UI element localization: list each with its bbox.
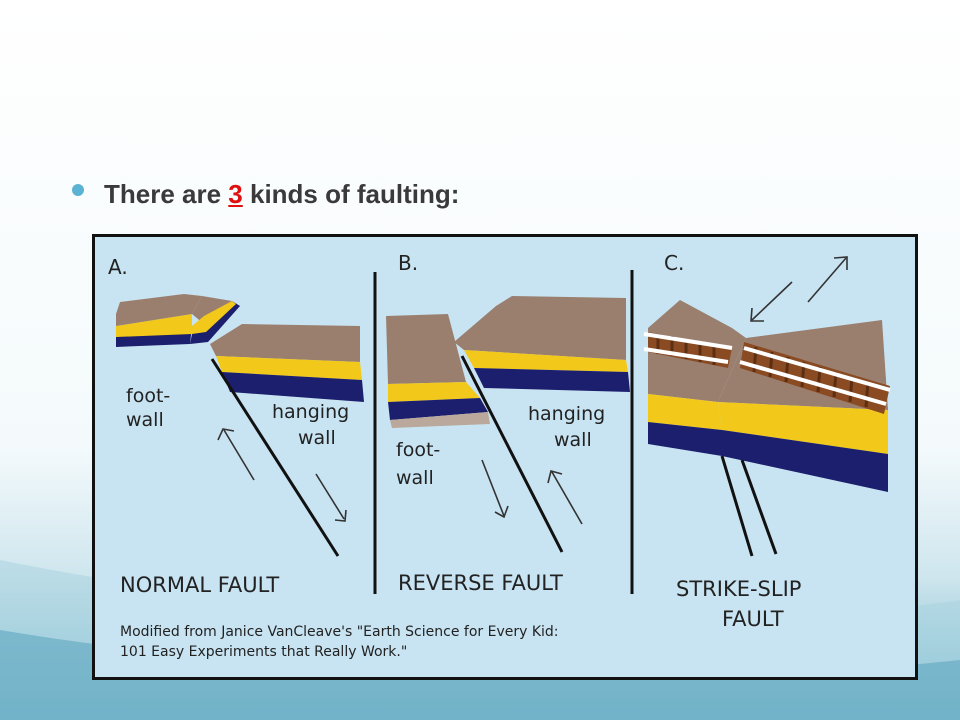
- label-hanging-wall-b-2: wall: [554, 429, 592, 451]
- panel-b-letter: B.: [398, 251, 418, 275]
- fault-count: 3: [228, 178, 243, 209]
- bullet-text-before: There are: [104, 178, 229, 209]
- reverse-fault-title: REVERSE FAULT: [398, 571, 563, 595]
- panel-c-letter: C.: [664, 251, 684, 275]
- normal-fault-line: [210, 358, 340, 557]
- normal-fault-title: NORMAL FAULT: [120, 573, 279, 597]
- panel-strike-slip-fault: C.: [643, 251, 891, 631]
- label-foot-wall-b-2: wall: [396, 467, 434, 489]
- strike-slip-fault-line-2: [740, 459, 778, 555]
- fault-types-diagram: A. foot- wall hanging: [92, 234, 918, 680]
- bullet-point: There are 3 kinds of faulting:: [72, 172, 459, 216]
- label-foot-wall-a-1: foot-: [126, 385, 170, 407]
- reverse-fault-line: [460, 355, 564, 553]
- panel-a-letter: A.: [108, 255, 128, 279]
- panel-normal-fault: A. foot- wall hanging: [108, 255, 364, 597]
- label-foot-wall-b-1: foot-: [396, 439, 440, 461]
- credit-line-1: Modified from Janice VanCleave's "Earth …: [120, 624, 559, 640]
- label-foot-wall-a-2: wall: [126, 409, 164, 431]
- strike-slip-title-2: FAULT: [722, 607, 784, 631]
- bullet-text-after: kinds of faulting:: [242, 178, 460, 209]
- bullet-icon: [72, 184, 84, 196]
- railroad-track: [643, 332, 891, 414]
- label-hanging-wall-b-1: hanging: [528, 403, 605, 425]
- strike-slip-fault-line-1: [720, 455, 754, 557]
- label-hanging-wall-a-1: hanging: [272, 401, 349, 423]
- credit-line-2: 101 Easy Experiments that Really Work.": [120, 644, 407, 660]
- label-hanging-wall-a-2: wall: [298, 427, 336, 449]
- panel-reverse-fault: B. hanging wall foot- wall REVE: [386, 251, 630, 595]
- bullet-text: There are 3 kinds of faulting:: [104, 179, 459, 210]
- strike-slip-title-1: STRIKE-SLIP: [676, 577, 801, 601]
